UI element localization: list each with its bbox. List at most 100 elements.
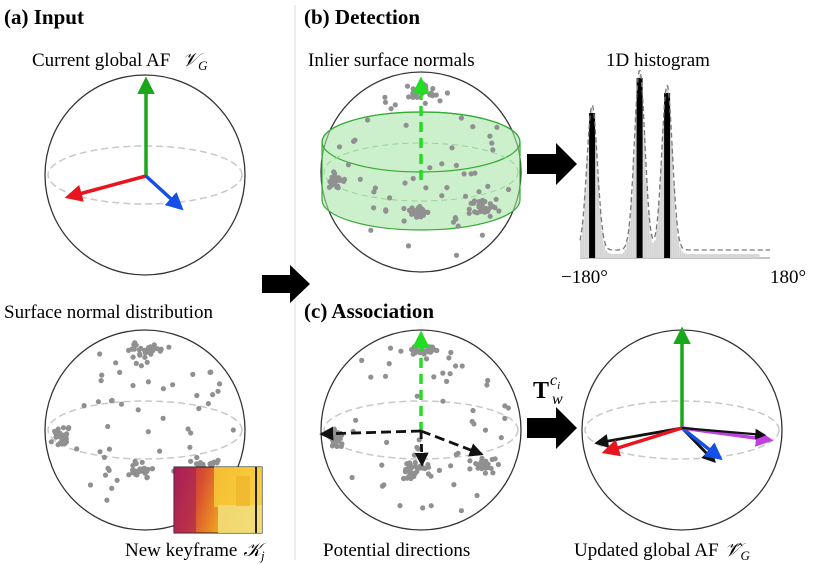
flow-arrow-input (262, 265, 310, 303)
normal-point (472, 209, 478, 215)
histogram-bin (689, 254, 692, 258)
normal-point (401, 218, 407, 224)
normal-point (482, 470, 488, 476)
normal-point (388, 106, 394, 112)
normal-point (425, 471, 432, 477)
normal-point (489, 140, 495, 146)
normal-point (145, 429, 151, 435)
histogram-bin (746, 254, 749, 258)
normal-point (142, 354, 148, 360)
normal-point (487, 201, 493, 207)
normal-point (97, 351, 103, 357)
normal-point (470, 124, 476, 130)
normal-point (479, 232, 485, 238)
normal-point (106, 467, 112, 473)
direction-dashed-down (414, 430, 429, 467)
histogram-bin (615, 254, 618, 258)
histogram-bin (599, 208, 602, 258)
histogram-bin (738, 254, 741, 258)
normal-point (430, 86, 436, 92)
normal-point (487, 133, 493, 139)
histogram-bin (685, 253, 688, 258)
normal-point (472, 170, 478, 176)
normal-point (466, 210, 472, 216)
panel-a-bottom-caption: Surface normal distribution (4, 302, 213, 323)
normal-point (451, 482, 457, 488)
normal-point (458, 115, 464, 121)
normal-point (230, 427, 236, 433)
normal-point (437, 98, 443, 104)
histogram-bin (734, 254, 737, 258)
normal-point (487, 213, 493, 219)
histogram-bin (744, 254, 747, 258)
normal-point (383, 208, 389, 214)
normal-point (334, 443, 340, 449)
sphere-updated-af (581, 326, 783, 531)
histogram-bin (670, 144, 673, 258)
normal-point (117, 369, 123, 375)
histogram-bin (698, 254, 701, 258)
normal-point (416, 213, 423, 219)
normal-point (449, 145, 455, 151)
histogram-bin (691, 254, 694, 258)
normal-point (476, 200, 482, 206)
normal-point (470, 200, 476, 206)
normal-point (382, 373, 389, 379)
normal-point (423, 356, 430, 362)
normal-point (485, 183, 491, 189)
normal-point (453, 252, 460, 258)
normal-point (101, 454, 107, 460)
normal-point (459, 363, 465, 369)
normal-point (405, 243, 412, 249)
normal-point (188, 458, 194, 464)
normal-point (194, 392, 200, 399)
normal-point (440, 398, 446, 404)
normal-point (397, 503, 403, 509)
normal-point (139, 459, 145, 465)
histogram-bin (643, 134, 646, 258)
sphere-inlier-normals (320, 71, 522, 273)
normal-point (427, 92, 433, 98)
normal-point (458, 508, 464, 514)
normal-point (353, 417, 359, 423)
histogram-bin (702, 254, 705, 258)
histogram-bin (683, 253, 686, 258)
axis-red (601, 426, 683, 457)
normal-point (386, 361, 392, 367)
normal-point (57, 434, 63, 440)
keyframe-depth-image (173, 466, 263, 534)
normal-point (74, 446, 80, 452)
normal-point (467, 458, 473, 464)
normal-point (455, 450, 461, 456)
normal-point (357, 176, 363, 182)
normal-point (138, 363, 144, 369)
normal-point (444, 90, 450, 96)
histogram-bin (694, 254, 697, 258)
normal-point (99, 372, 105, 378)
normal-point (114, 477, 120, 483)
normal-point (477, 461, 483, 467)
histogram-bin (704, 254, 707, 258)
normal-point (87, 482, 94, 488)
normal-point (132, 340, 138, 346)
normal-point (490, 147, 496, 153)
histogram-bin (647, 212, 650, 258)
histogram-bin (755, 254, 758, 258)
normal-point (444, 378, 450, 384)
normal-point (496, 208, 502, 214)
normal-point (494, 124, 500, 130)
histogram-bin (605, 250, 608, 258)
histogram-bin (732, 254, 735, 258)
normal-point (461, 171, 467, 177)
normal-point (422, 100, 428, 106)
histogram-peak-bin (636, 78, 643, 258)
normal-point (142, 347, 148, 353)
normal-point (434, 347, 440, 354)
normal-point (104, 497, 110, 503)
histogram-max-label: 180° (770, 267, 806, 288)
histogram-bin (603, 244, 606, 258)
normal-point (502, 415, 508, 421)
normal-point (329, 174, 335, 180)
flow-arrow-association (527, 407, 577, 449)
normal-point (479, 455, 485, 461)
